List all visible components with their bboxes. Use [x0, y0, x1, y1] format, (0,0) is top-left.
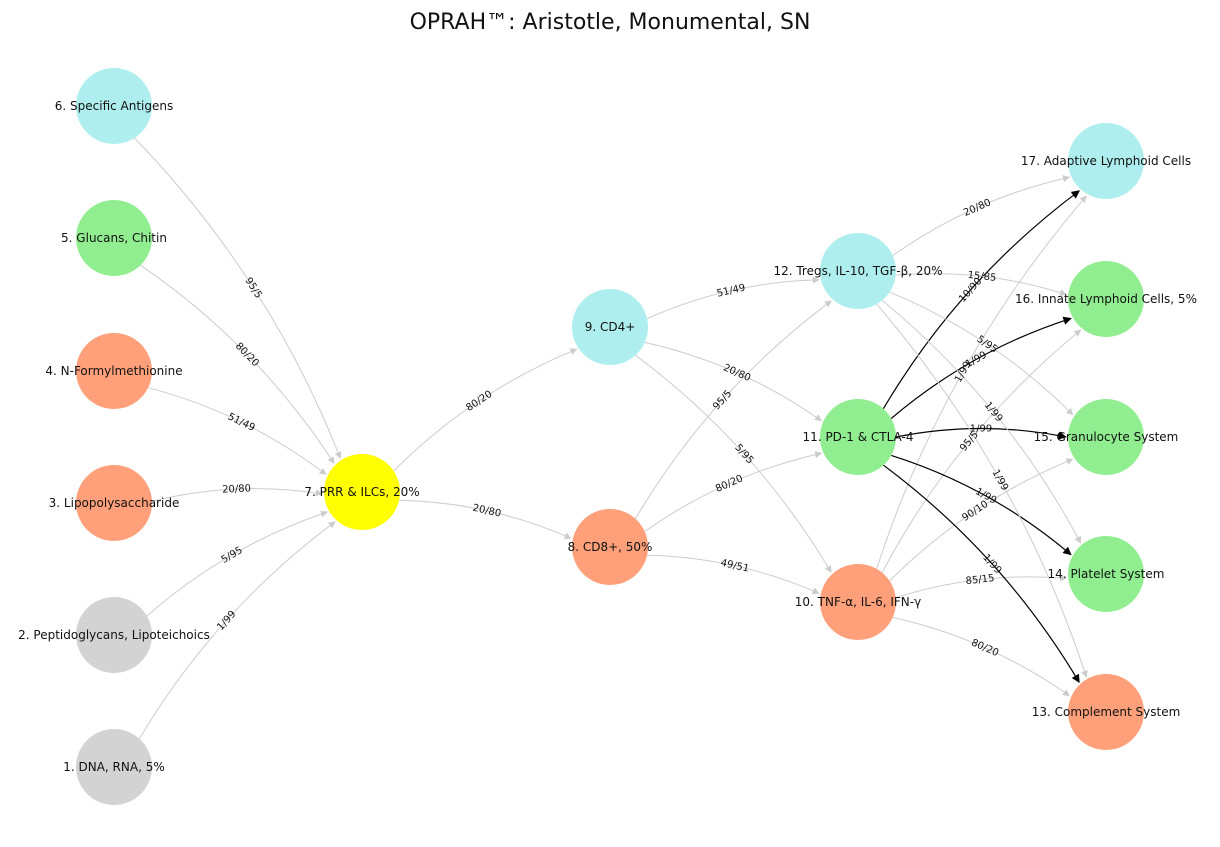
edge-1-7	[138, 521, 336, 740]
node-14	[1068, 536, 1144, 612]
node-label-9: 9. CD4+	[585, 320, 636, 334]
edge-4-7	[148, 387, 327, 475]
edge-12-16	[895, 273, 1067, 296]
node-12	[820, 233, 896, 309]
edge-label-8-10: 49/51	[720, 558, 751, 575]
edge-label-11-16: 1/99	[964, 350, 989, 371]
edge-label-7-9: 80/20	[464, 389, 494, 414]
edge-11-15	[895, 427, 1067, 440]
node-label-12: 12. Tregs, IL-10, TGF-β, 20%	[773, 264, 942, 278]
edge-10-15	[889, 458, 1074, 582]
node-1	[76, 729, 152, 805]
node-5	[76, 200, 152, 276]
node-label-3: 3. Lipopolysaccharide	[49, 496, 180, 510]
node-labels-layer: 1. DNA, RNA, 5% 2. Peptidoglycans, Lipote…	[18, 99, 1197, 774]
node-label-6: 6. Specific Antigens	[55, 99, 174, 113]
edge-8-11	[644, 451, 823, 533]
edge-label-12-16: 15/85	[967, 270, 997, 284]
node-label-1: 1. DNA, RNA, 5%	[63, 760, 165, 774]
edge-label-9-11: 20/80	[721, 362, 752, 384]
edge-label-8-11: 80/20	[714, 473, 745, 495]
edge-7-8	[399, 499, 572, 539]
edge-8-12	[634, 300, 832, 519]
node-label-7: 7. PRR & ILCs, 20%	[304, 485, 419, 499]
edge-9-10	[635, 354, 832, 573]
edge-10-14	[895, 574, 1067, 599]
edge-label-12-17: 20/80	[962, 197, 993, 219]
edge-label-5-7: 80/20	[233, 341, 261, 369]
node-11	[820, 399, 896, 475]
edge-label-9-12: 51/49	[716, 283, 747, 300]
edge-11-13	[883, 464, 1080, 684]
node-3	[76, 465, 152, 541]
nodes-layer	[76, 68, 1144, 805]
edge-11-17	[882, 190, 1080, 410]
node-10	[820, 564, 896, 640]
node-6	[76, 68, 152, 144]
edge-2-7	[146, 510, 328, 617]
edge-label-4-7: 51/49	[226, 411, 257, 434]
edge-10-17	[876, 195, 1087, 570]
node-15	[1068, 399, 1144, 475]
node-label-8: 8. CD8+, 50%	[568, 540, 653, 554]
edge-9-12	[646, 276, 820, 320]
node-label-16: 16. Innate Lymphoid Cells, 5%	[1015, 292, 1197, 306]
edge-11-16	[890, 316, 1072, 419]
edge-10-16	[881, 329, 1082, 573]
edge-6-7	[134, 137, 342, 459]
edge-label-10-13: 80/20	[969, 637, 1000, 659]
edge-label-2-7: 5/95	[220, 545, 245, 566]
node-2	[76, 597, 152, 673]
edge-12-17	[892, 175, 1071, 257]
node-label-4: 4. N-Formylmethionine	[45, 364, 182, 378]
node-7	[324, 454, 400, 530]
edge-12-14	[881, 300, 1082, 544]
edge-9-11	[644, 341, 822, 422]
node-13	[1068, 674, 1144, 750]
edge-5-7	[140, 264, 335, 464]
edge-label-11-15: 1/99	[970, 424, 992, 435]
node-9	[572, 289, 648, 365]
node-label-17: 17. Adaptive Lymphoid Cells	[1021, 154, 1191, 168]
node-17	[1068, 123, 1144, 199]
diagram-title: OPRAH™: Aristotle, Monumental, SN	[410, 10, 811, 35]
edge-label-10-14: 85/15	[965, 573, 995, 587]
node-label-10: 10. TNF-α, IL-6, IFN-γ	[795, 595, 921, 609]
edge-label-3-7: 20/80	[222, 483, 251, 495]
node-label-14: 14. Platelet System	[1048, 567, 1165, 581]
edge-12-15	[889, 291, 1074, 416]
node-4	[76, 333, 152, 409]
node-label-13: 13. Complement System	[1032, 705, 1181, 719]
node-8	[572, 509, 648, 585]
edge-8-10	[647, 554, 820, 594]
edge-10-13	[892, 616, 1070, 697]
edge-label-1-7: 1/99	[215, 609, 238, 633]
edge-label-6-7: 95/5	[242, 276, 263, 301]
node-label-11: 11. PD-1 & CTLA-4	[803, 430, 914, 444]
node-label-2: 2. Peptidoglycans, Lipoteichoics	[18, 628, 210, 642]
edge-12-13	[876, 303, 1088, 678]
node-label-5: 5. Glucans, Chitin	[61, 231, 167, 245]
edges-layer	[134, 137, 1088, 740]
node-label-15: 15. Granulocyte System	[1034, 430, 1179, 444]
node-16	[1068, 261, 1144, 337]
edge-7-9	[393, 348, 578, 472]
edge-11-14	[891, 454, 1072, 556]
edge-label-8-12: 95/5	[711, 388, 734, 412]
edge-3-7	[151, 488, 323, 502]
edge-label-7-8: 20/80	[472, 503, 503, 520]
edge-label-12-13: 1/99	[989, 468, 1010, 493]
